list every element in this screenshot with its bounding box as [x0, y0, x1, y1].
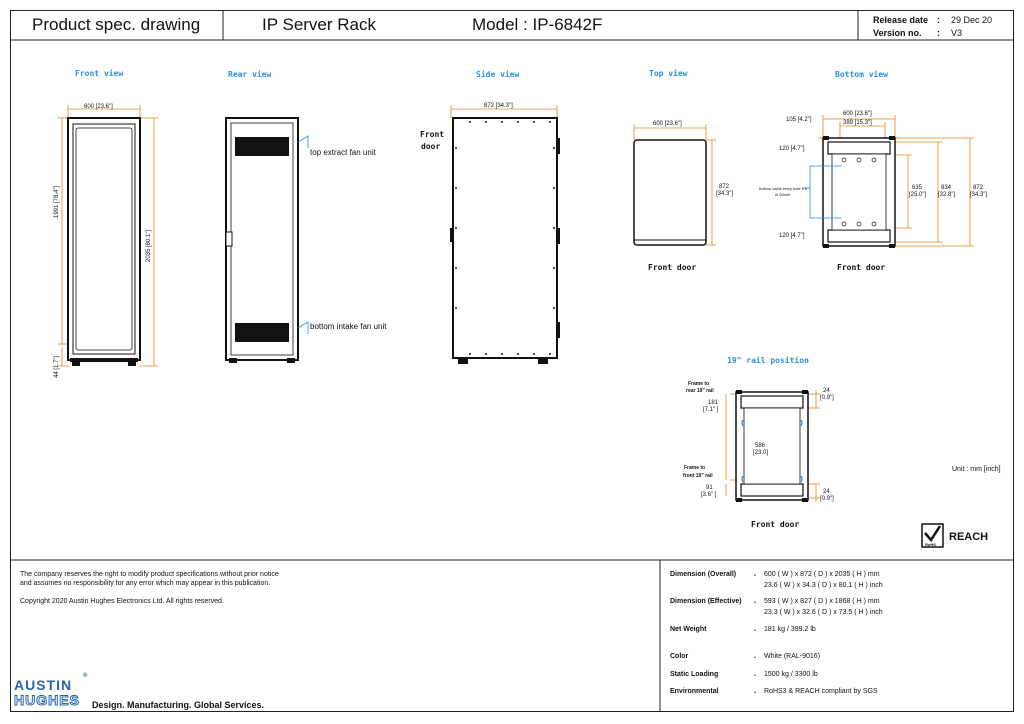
bottom-dim-389: 389 [15.3"] [843, 120, 872, 126]
side-depth-dim: 872 [34.3"] [484, 103, 513, 109]
spec-value: 23.6 ( W ) x 34.3 ( D ) x 80.1 ( H ) inc… [764, 582, 883, 589]
rail-dim-586: 586 [755, 443, 766, 449]
spec-label: Dimension (Overall) [670, 571, 737, 578]
front-height-dim: 1991 [78.4"] [54, 185, 60, 218]
bottom-view-title: Bottom view [835, 70, 888, 79]
side-front-label-1: Front [420, 130, 445, 139]
side-front-label-2: door [421, 142, 441, 151]
rail-dim-24-bottom-inch: [0.9"] [820, 496, 834, 502]
spec-colon: • [754, 628, 756, 634]
frame-front-label-1: Frame to [684, 465, 706, 471]
rail-dim-24-top: 24 [823, 388, 830, 394]
bottom-dim-834: 834 [941, 185, 952, 191]
spec-label: Static Loading [670, 671, 719, 678]
rear-view-drawing [225, 117, 309, 363]
rohs-label: RoHS [925, 542, 936, 547]
bottom-view-drawing [802, 115, 974, 248]
bottom-dim-635: 635 [912, 185, 923, 191]
rail-dim-24-bottom: 24 [823, 489, 830, 495]
unit-note: Unit : mm [inch] [952, 466, 1001, 473]
bottom-dim-635-inch: [25.0"] [909, 192, 927, 198]
rail-position-drawing [725, 390, 820, 502]
spec-value: White (RAL-9016) [764, 653, 821, 660]
bottom-dim-120-top: 120 [4.7"] [779, 146, 805, 152]
spec-label: Environmental [670, 688, 719, 695]
frame-rear-label-2: rear 19" rail [686, 388, 714, 394]
bottom-dim-834-inch: [32.8"] [938, 192, 956, 198]
frame-rear-label-1: Frame to [688, 381, 710, 387]
bottom-dim-872: 872 [973, 185, 984, 191]
top-front-door-label: Front door [648, 263, 697, 272]
spec-value: 23.3 ( W ) x 32.6 ( D ) x 73.5 ( H ) inc… [764, 609, 883, 616]
spec-value: 600 ( W ) x 872 ( D ) x 2035 ( H ) mm [764, 571, 880, 578]
top-fan-label: top extract fan unit [310, 148, 376, 157]
copyright: Copyright 2020 Austin Hughes Electronics… [20, 598, 224, 605]
drawing-frame [10, 10, 1014, 712]
rohs-check-icon [921, 523, 944, 548]
disclaimer-line-2: and assumes no responsibility for any er… [20, 580, 271, 587]
top-depth-dim: 872 [719, 184, 730, 190]
front-view-title: Front view [75, 69, 124, 78]
spec-colon: • [754, 673, 756, 679]
front-view-drawing [58, 105, 158, 367]
version-colon: : [937, 28, 940, 38]
reach-label: REACH [949, 531, 989, 543]
top-depth-dim-inch: [34.3"] [716, 191, 734, 197]
header-grid [10, 10, 1014, 41]
rail-dim-586-inch: [23.0] [753, 450, 769, 456]
bottom-dim-105: 105 [4.2"] [786, 117, 812, 123]
release-date-value: 29 Dec 20 [951, 15, 993, 25]
release-colon: : [937, 15, 940, 25]
brand-logo-hughes: HUGHES [14, 692, 80, 709]
bottom-dim-872-inch: [34.3"] [970, 192, 988, 198]
front-width-dim: 600 [23.6"] [84, 104, 113, 110]
top-view-title: Top view [649, 69, 688, 78]
rail-dim-24-top-inch: [0.9"] [820, 395, 834, 401]
spec-label: Color [670, 653, 689, 660]
spec-value: 593 ( W ) x 827 ( D ) x 1868 ( H ) mm [764, 598, 880, 605]
bottom-front-door-label: Front door [837, 263, 886, 272]
rail-front-door-label: Front door [751, 520, 800, 529]
rail-dim-181-inch: [7.1" ] [703, 407, 719, 413]
spec-colon: • [754, 690, 756, 696]
rear-view-title: Rear view [228, 70, 272, 79]
rail-dim-91-inch: [3.6" ] [701, 492, 717, 498]
top-width-dim: 600 [23.6"] [653, 121, 682, 127]
release-date-label: Release date [873, 15, 929, 25]
bottom-fan-label: bottom intake fan unit [310, 322, 387, 331]
model-number: Model : IP-6842F [472, 15, 603, 34]
version-label: Version no. [873, 28, 922, 38]
cable-entry-label-1: bottom cable entry hole x 6 [759, 186, 808, 191]
spec-colon: • [754, 655, 756, 661]
spec-colon: • [754, 573, 756, 579]
version-value: V3 [951, 28, 963, 38]
rail-view-title: 19" rail position [727, 356, 809, 365]
front-total-height-dim: 2035 [80.1"] [146, 229, 152, 262]
side-view-title: Side view [476, 70, 520, 79]
side-view-drawing [450, 105, 560, 364]
tagline: Design. Manufacturing. Global Services. [92, 700, 265, 710]
spec-label: Net Weight [670, 626, 707, 633]
bottom-dim-600: 600 [23.6"] [843, 111, 872, 117]
rail-dim-181: 181 [708, 400, 719, 406]
top-view-drawing [633, 124, 716, 246]
doc-title: Product spec. drawing [32, 15, 201, 34]
footer-grid [10, 559, 1014, 712]
disclaimer-line-1: The company reserves the right to modify… [20, 571, 279, 578]
spec-value: 181 kg / 399.2 lb [764, 626, 816, 633]
brand-registered-mark: ® [83, 673, 89, 679]
brand-logo-austin: AUSTIN [14, 677, 73, 693]
spec-label: Dimension (Effective) [670, 598, 742, 605]
spec-colon: • [754, 600, 756, 606]
spec-value: 1500 kg / 3300 lb [764, 671, 818, 678]
bottom-dim-120-bottom: 120 [4.7"] [779, 233, 805, 239]
frame-front-label-2: front 19" rail [683, 473, 713, 479]
rail-dim-91: 91 [706, 485, 713, 491]
spec-value: RoHS3 & REACH compliant by SGS [764, 688, 878, 695]
cable-entry-label-2: Ø 50mm [775, 192, 791, 197]
product-name: IP Server Rack [262, 15, 377, 34]
front-base-dim: 44 [1.7"] [54, 355, 60, 378]
